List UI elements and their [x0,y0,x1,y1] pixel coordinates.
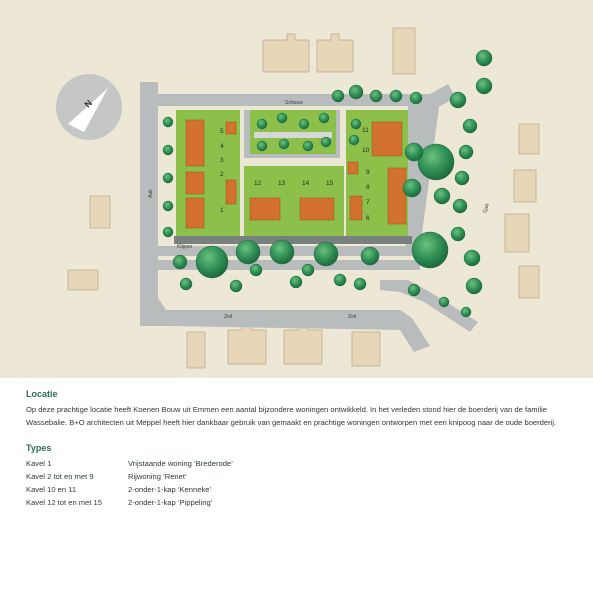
tree [269,239,295,265]
tree [162,172,174,184]
plot-number-9: 9 [366,169,370,176]
type-kavel: Kavel 10 en 11 [26,485,77,494]
compass-north-letter: N [82,98,94,110]
type-row: Kavel 12 tot en met 15 2-onder-1-kap ‘Pi… [26,496,576,509]
tree [172,254,188,270]
tree [235,239,261,265]
tree [278,138,290,150]
tree [348,134,360,146]
tree [450,226,466,242]
site-plan-drawing: N Schouw Aak Klipper Zeil [56,27,540,369]
plot-number-15: 15 [326,180,334,187]
tree [369,89,383,103]
tree [411,231,449,269]
tree [460,306,472,318]
info-section: Locatie Op deze prachtige locatie heeft … [26,389,576,509]
trees [162,49,493,318]
type-row: Kavel 10 en 11 2-onder-1-kap ‘Kenneke’ [26,483,576,496]
tree [417,143,455,181]
tree [320,136,332,148]
types-heading: Types [26,443,52,453]
compass-rose: N [56,74,122,140]
type-row: Kavel 2 tot en met 9 Rijwoning ‘Renet’ [26,470,576,483]
tree [301,263,315,277]
tree [475,77,493,95]
tree [433,187,451,205]
tree [389,89,403,103]
type-kavel: Kavel 2 tot en met 9 [26,472,94,481]
tree [438,296,450,308]
tree [302,140,314,152]
locatie-heading: Locatie [26,389,58,399]
plot-number-4: 4 [220,143,224,150]
tree [348,84,364,100]
plot-number-12: 12 [254,180,262,187]
type-kavel: Kavel 12 tot en met 15 [26,498,102,507]
plot-number-8: 8 [366,184,370,191]
tree [256,118,268,130]
street-label-klipper: Klipper [177,244,193,250]
street-label-schouw: Schouw [285,100,303,106]
tree [407,283,421,297]
plot-number-6: 6 [366,215,370,222]
tree [298,118,310,130]
street-label-tjalk: Tjalk [482,202,491,214]
tree [229,279,243,293]
plot-number-11: 11 [362,127,369,134]
tree [318,112,330,124]
plot-number-1: 1 [220,207,224,214]
tree [452,198,468,214]
types-list: Kavel 1 Vrijstaande woning ‘Brederode’ K… [26,457,576,509]
tree [313,241,339,267]
tree [331,89,345,103]
tree [353,277,367,291]
plot-number-2: 2 [220,171,224,178]
plot-number-5: 5 [220,128,224,135]
tree [289,275,303,289]
tree [360,246,380,266]
street-label-zeil-1: Zeil [224,314,232,320]
tree [162,226,174,238]
site-map: N Schouw Aak Klipper Zeil [0,0,593,378]
type-kavel: Kavel 1 [26,459,52,468]
tree [454,170,470,186]
plot-number-13: 13 [278,180,286,187]
tree [256,140,268,152]
tree [162,116,174,128]
type-name: 2-onder-1-kap ‘Kenneke’ [128,485,212,494]
tree [475,49,493,67]
type-row: Kavel 1 Vrijstaande woning ‘Brederode’ [26,457,576,470]
type-name: Rijwoning ‘Renet’ [128,472,187,481]
tree [404,142,424,162]
plot-number-7: 7 [366,199,370,206]
tree [409,91,423,105]
street-label-aak: Aak [148,189,154,198]
tree [402,178,422,198]
tree [162,200,174,212]
tree [449,91,467,109]
locatie-description: Op deze prachtige locatie heeft Koenen B… [26,405,557,427]
tree [333,273,347,287]
tree [465,277,483,295]
type-name: Vrijstaande woning ‘Brederode’ [128,459,233,468]
tree [350,118,362,130]
type-name: 2-onder-1-kap ‘Pippeling’ [128,498,213,507]
tree [276,112,288,124]
tree [179,277,193,291]
tree [195,245,229,279]
roofs [185,119,407,229]
tree [458,144,474,160]
tree [462,118,478,134]
tree [162,144,174,156]
tree [249,263,263,277]
surrounding-buildings [67,27,540,369]
plot-number-3: 3 [220,157,224,164]
plot-number-10: 10 [362,147,370,154]
street-label-zeil-2: Zeil [348,314,356,320]
tree [463,249,481,267]
plot-number-14: 14 [302,180,310,187]
